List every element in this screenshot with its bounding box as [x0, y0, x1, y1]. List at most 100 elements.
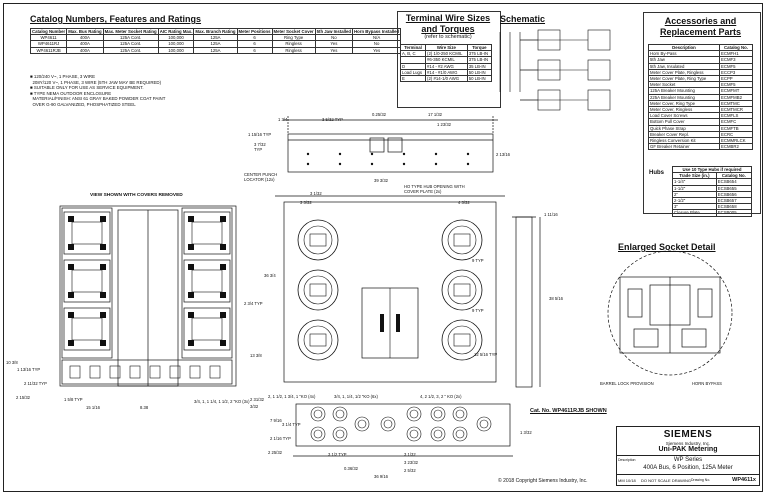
- dim-d16: 9 TYP: [472, 258, 484, 263]
- schematic-title: Schematic: [500, 14, 546, 24]
- terminal-box: [397, 11, 501, 108]
- meter-ring: [303, 325, 333, 355]
- dim-d44: 1 3/32: [520, 430, 532, 435]
- ho-hub-label: HO TYPE HUB OPENING WITH COVER PLATE (2x…: [404, 184, 465, 194]
- center-punch-dot: [306, 152, 310, 156]
- terminal-header: Torque: [466, 43, 493, 52]
- table-cell: Ringless: [271, 46, 316, 54]
- bus-connector: [69, 365, 81, 379]
- bottom-view: [293, 403, 513, 457]
- catalog-header: Max. Meter Socket Rating: [102, 27, 159, 36]
- knockout-inner: [433, 429, 443, 439]
- terminal-header: Terminal: [399, 43, 427, 52]
- meter-jaws: [453, 233, 471, 247]
- table-cell: 6: [236, 46, 273, 54]
- terminal-lug: [188, 312, 194, 318]
- dim-d9: 39 3/32: [374, 178, 388, 183]
- knockout: [430, 426, 446, 442]
- terminal-lug: [68, 312, 74, 318]
- dim-d33: 2, 1 1/2, 1 3/4, 1 "KO (4x): [268, 394, 316, 399]
- interior-view: [59, 205, 237, 387]
- meter-ring: [447, 325, 477, 355]
- brand-logo: SIEMENS: [663, 429, 713, 440]
- bus-connector: [169, 365, 181, 379]
- catalog-header: Horn Bypass Installed: [352, 27, 402, 36]
- center-punch-dot: [306, 162, 310, 166]
- dim-d28: 2 31/32: [250, 397, 264, 402]
- terminal-lug: [100, 264, 106, 270]
- schematic-meter: [587, 29, 611, 51]
- schematic-meter: [587, 89, 611, 111]
- socket-jaw-block: [71, 317, 103, 341]
- meter-socket-unit: [183, 307, 231, 351]
- dim-d8: 2 13/16: [496, 152, 510, 157]
- hubs-head-cat: Catalog No.: [715, 172, 753, 180]
- knockout-inner: [409, 429, 419, 439]
- terminal-lug: [68, 264, 74, 270]
- table-cell: ECMMRLCK: [718, 137, 754, 145]
- knockout: [406, 406, 422, 422]
- drawing-no: WP4611x: [732, 477, 756, 483]
- table-cell: ECMFMT: [718, 87, 754, 95]
- dim-d18: 12 5/16 TYP: [474, 352, 498, 357]
- knockout: [310, 406, 326, 422]
- knockout: [406, 426, 422, 442]
- knockout-inner: [433, 409, 443, 419]
- terminal-lug: [220, 216, 226, 222]
- center-punch-dot: [338, 162, 342, 166]
- schematic-meter: [587, 59, 611, 81]
- meter-jaws: [309, 233, 327, 247]
- table-cell: 125A Cont.: [102, 40, 159, 48]
- table-cell: ECSB658: [715, 203, 753, 211]
- schematic-diagram: [499, 29, 611, 111]
- terminal-lug: [220, 264, 226, 270]
- title-block: SIEMENS Siemens Industry, Inc. Uni-PAK M…: [616, 426, 760, 486]
- parts-title-line2: Replacement Parts: [659, 27, 742, 37]
- dim-d13: 1 11/16: [544, 212, 558, 217]
- table-cell: D: [399, 62, 427, 70]
- meter-opening: [297, 269, 339, 311]
- catalog-notes: ■ 120/240 V~, 1 PHASE, 3 WIRE 208Y/120 V…: [30, 74, 165, 108]
- knockout-inner: [313, 429, 323, 439]
- dim-d34: 7 9/16: [270, 418, 282, 423]
- catalog-title: Catalog Numbers, Features and Ratings: [30, 14, 202, 24]
- table-cell: 125A Cont.: [102, 34, 159, 42]
- description: 400A Bus, 6 Position, 125A Meter: [643, 465, 733, 471]
- socket-jaw-block: [71, 221, 103, 245]
- table-cell: ECCP3: [718, 68, 754, 77]
- catalog-header: Catalog Number: [29, 27, 68, 36]
- knockout-inner: [383, 419, 393, 429]
- dim-d14: 36 3/4: [264, 273, 276, 278]
- meter-opening: [441, 219, 483, 261]
- terminal-lug: [220, 312, 226, 318]
- dim-d7: 3 7/32 TYP: [254, 142, 266, 152]
- meter-jaws: [453, 333, 471, 347]
- table-cell: ECSB654: [715, 178, 753, 186]
- center-punch-dot: [466, 162, 470, 166]
- meter-ring: [303, 225, 333, 255]
- table-cell: 50 LB-IN: [466, 74, 493, 83]
- center-punch-dot: [402, 162, 406, 166]
- table-cell: 375 LB-IN: [466, 50, 493, 58]
- desc-label: Description: [618, 458, 636, 462]
- door-handle: [396, 314, 400, 332]
- dim-d15: 2 3/4 TYP: [244, 301, 263, 306]
- terminal-lug: [100, 312, 106, 318]
- terminal-lug: [100, 340, 106, 346]
- dim-d32: 4, 2 1/2, 3, 2 " KO (2x): [420, 394, 462, 399]
- center-punch-dot: [466, 152, 470, 156]
- dim-d19: 38 5/16: [549, 296, 563, 301]
- barrel-lock-label: BARREL LOCK PROVISION: [600, 381, 654, 386]
- date: MM 10/18: [618, 478, 636, 483]
- terminal-lug: [188, 340, 194, 346]
- catalog-header: Meter Positions: [236, 27, 273, 36]
- terminal-lug: [100, 244, 106, 250]
